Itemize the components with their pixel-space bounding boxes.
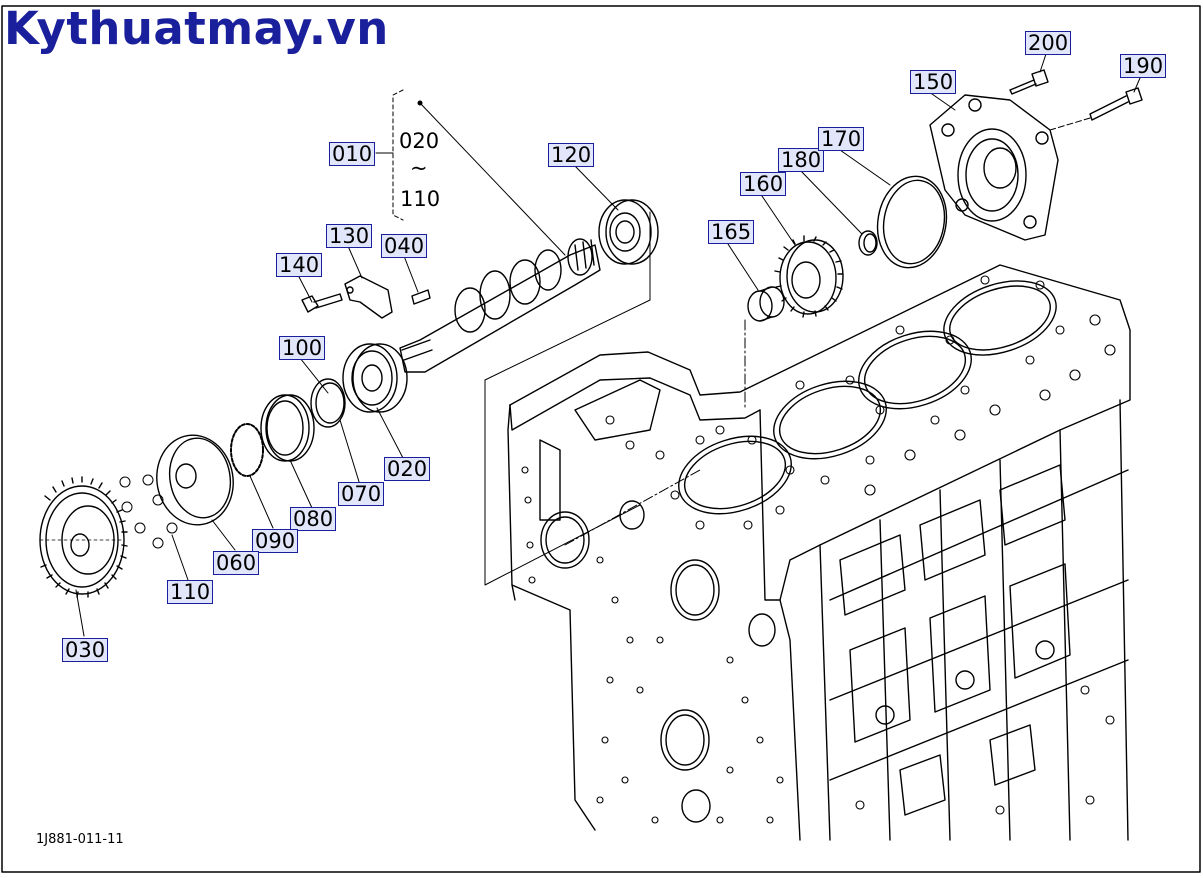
callout-020[interactable]: 020 <box>384 457 431 481</box>
callout-165[interactable]: 165 <box>708 220 755 244</box>
plate-060 <box>156 434 234 526</box>
bearing-080 <box>260 394 315 462</box>
callout-100[interactable]: 100 <box>279 336 326 360</box>
callout-150[interactable]: 150 <box>910 70 957 94</box>
callout-120[interactable]: 120 <box>548 143 595 167</box>
callout-080[interactable]: 080 <box>290 507 337 531</box>
callout-140[interactable]: 140 <box>276 253 323 277</box>
stopper-130 <box>344 275 393 319</box>
gear-030 <box>39 476 128 598</box>
circlip-070 <box>310 378 346 428</box>
camshaft <box>399 238 601 373</box>
page-border <box>1 5 1201 873</box>
bush-165 <box>747 286 785 322</box>
callout-110[interactable]: 110 <box>167 580 214 604</box>
brand-watermark: Kythuatmay.vn <box>4 2 389 55</box>
bolt-140 <box>301 293 343 313</box>
callout-030[interactable]: 030 <box>62 638 109 662</box>
o-ring-170 <box>876 175 948 269</box>
ball-ring-090 <box>230 423 264 477</box>
balls-110 <box>119 474 178 549</box>
callout-010[interactable]: 010 <box>329 142 376 166</box>
cover-150 <box>929 94 1059 241</box>
callout-040[interactable]: 040 <box>381 234 428 258</box>
bolt-190 <box>1089 87 1143 121</box>
engine-block <box>507 264 1131 841</box>
callout-180[interactable]: 180 <box>778 148 825 172</box>
gear-160 <box>774 235 844 318</box>
callout-160[interactable]: 160 <box>740 172 787 196</box>
bearing-120 <box>598 199 659 265</box>
key-040 <box>411 289 431 305</box>
callout-170[interactable]: 170 <box>818 127 865 151</box>
callout-130[interactable]: 130 <box>326 224 373 248</box>
bolt-200 <box>1009 69 1049 95</box>
range-symbol: ~ <box>410 156 428 180</box>
range-from-label: 020 <box>399 129 440 153</box>
callout-090[interactable]: 090 <box>252 529 299 553</box>
leader-lines <box>75 53 1141 637</box>
callout-200[interactable]: 200 <box>1025 31 1072 55</box>
block-bolt-holes <box>521 275 1116 824</box>
callout-060[interactable]: 060 <box>213 551 260 575</box>
diagram-code: 1J881-011-11 <box>36 832 124 847</box>
range-to-label: 110 <box>400 187 441 211</box>
o-ring-180 <box>858 230 878 256</box>
callout-190[interactable]: 190 <box>1120 54 1167 78</box>
callout-070[interactable]: 070 <box>338 482 385 506</box>
bearing-020 <box>342 343 408 413</box>
